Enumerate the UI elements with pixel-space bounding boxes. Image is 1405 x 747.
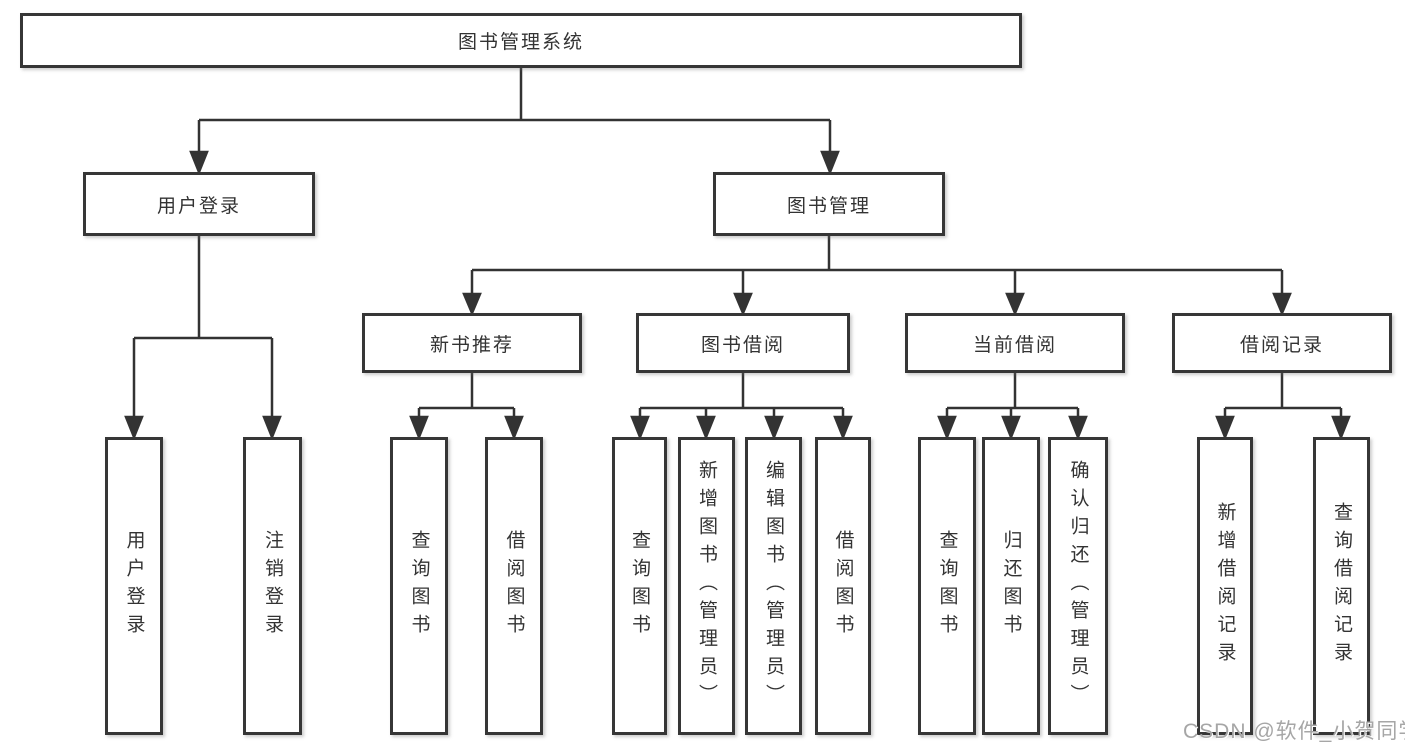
leaf-confirm-return-admin: 确认归还（管理员） (1048, 437, 1108, 735)
arrowhead (262, 415, 282, 441)
leaf-return-books: 归还图书 (982, 437, 1040, 735)
arrowhead (833, 415, 853, 441)
node-root: 图书管理系统 (20, 13, 1022, 68)
arrowhead (1331, 415, 1351, 441)
arrowhead (630, 415, 650, 441)
leaf-edit-book-admin: 编辑图书（管理员） (745, 437, 802, 735)
arrowhead (820, 150, 840, 176)
leaf-borrow-books-recommend: 借阅图书 (485, 437, 543, 735)
arrowhead (462, 292, 482, 317)
arrowhead (409, 415, 429, 441)
arrowhead (733, 292, 753, 317)
leaf-add-book-admin: 新增图书（管理员） (678, 437, 735, 735)
arrowhead (1005, 292, 1025, 317)
arrowhead (189, 150, 209, 176)
arrowhead (1068, 415, 1088, 441)
node-new-book-recommendation: 新书推荐 (362, 313, 582, 373)
leaf-add-borrow-record: 新增借阅记录 (1197, 437, 1253, 735)
leaf-borrow-books-borrowing: 借阅图书 (815, 437, 871, 735)
arrowhead (1215, 415, 1235, 441)
leaf-query-books-current: 查询图书 (918, 437, 976, 735)
arrowhead (1272, 292, 1292, 317)
leaf-query-borrow-record: 查询借阅记录 (1313, 437, 1370, 735)
node-user-login: 用户登录 (83, 172, 315, 236)
arrowhead (696, 415, 716, 441)
leaf-logout: 注销登录 (243, 437, 302, 735)
arrowhead (124, 415, 144, 441)
leaf-query-books-borrowing: 查询图书 (612, 437, 667, 735)
node-book-borrowing: 图书借阅 (636, 313, 850, 373)
arrowhead (1001, 415, 1021, 441)
leaf-query-books-recommend: 查询图书 (390, 437, 448, 735)
node-current-borrowing: 当前借阅 (905, 313, 1125, 373)
node-book-management: 图书管理 (713, 172, 945, 236)
arrowhead (504, 415, 524, 441)
leaf-user-login: 用户登录 (105, 437, 163, 735)
watermark: CSDN @软件_小贺同学 (1183, 720, 1405, 743)
arrowhead (937, 415, 957, 441)
arrowhead (764, 415, 784, 441)
node-borrowing-records: 借阅记录 (1172, 313, 1392, 373)
